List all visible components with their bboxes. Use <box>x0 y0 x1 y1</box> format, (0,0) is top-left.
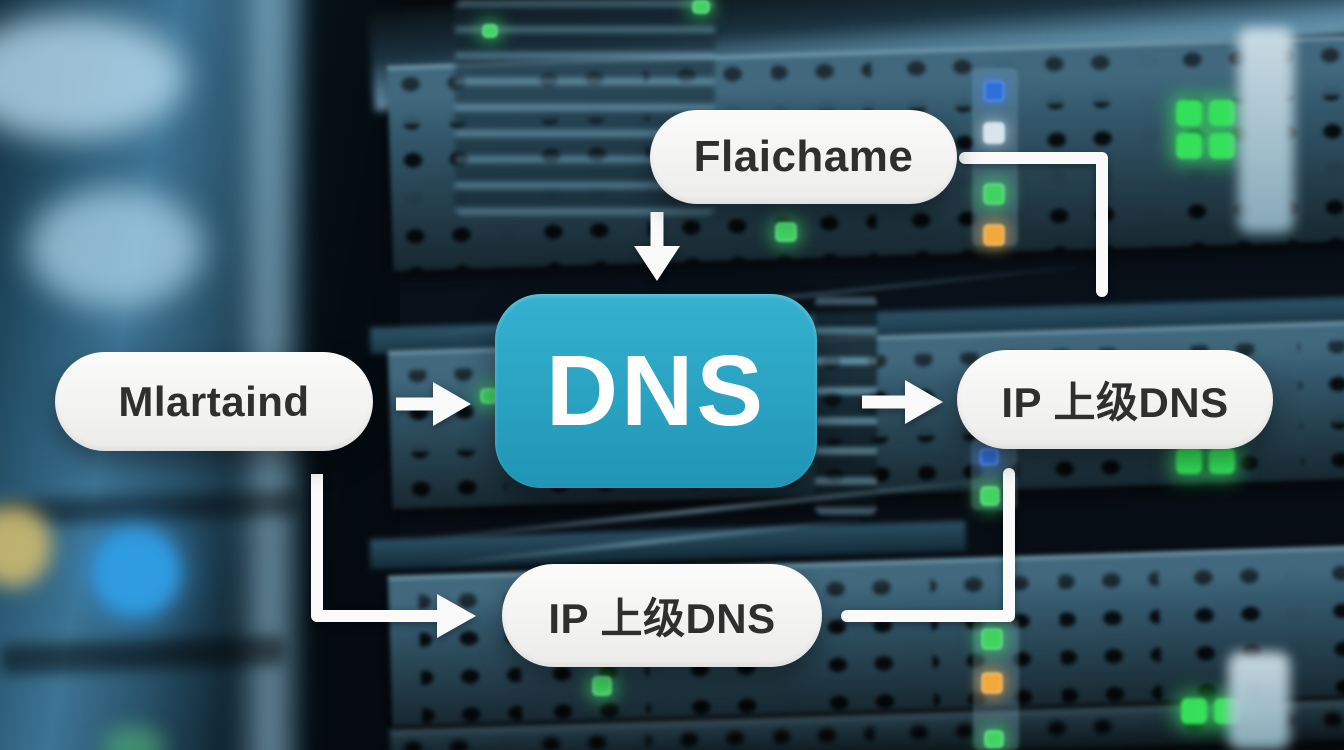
led-icon <box>482 24 498 38</box>
node-label: DNS <box>545 334 767 447</box>
node-flaichame: Flaichame <box>650 110 957 204</box>
node-dns: DNS <box>495 294 817 488</box>
elbow-line-icon <box>959 152 1108 297</box>
node-ip-upstream-dns-right: IP 上级DNS <box>957 350 1273 449</box>
elbow-line-icon <box>841 468 1015 622</box>
led-icon <box>983 224 1005 246</box>
light-blob <box>28 188 203 308</box>
blue-light <box>92 528 180 616</box>
led-icon <box>979 448 999 466</box>
led-icon <box>980 486 1000 506</box>
led-icon <box>983 122 1005 144</box>
node-label: IP 上级DNS <box>548 595 776 642</box>
rack-rail-highlight <box>1228 652 1290 750</box>
node-label: IP 上级DNS <box>1001 379 1229 426</box>
arrow-down-icon <box>634 212 680 281</box>
led-icon <box>692 0 710 14</box>
node-label: Flaichame <box>693 132 914 181</box>
arrow-right-icon <box>396 382 471 426</box>
led-icon <box>984 730 1004 748</box>
light-blob <box>0 15 185 140</box>
green-led-cluster <box>1176 448 1235 474</box>
node-mlartaind: Mlartaind <box>55 352 373 451</box>
green-led-cluster <box>1176 100 1235 159</box>
led-icon <box>981 628 1003 650</box>
elbow-arrow-icon <box>311 474 476 638</box>
node-ip-upstream-dns-bottom: IP 上级DNS <box>502 564 822 667</box>
led-icon <box>983 183 1005 205</box>
led-icon <box>592 676 612 696</box>
led-icon <box>981 672 1003 694</box>
arrow-right-icon <box>862 380 943 424</box>
node-label: Mlartaind <box>118 377 310 425</box>
led-icon <box>775 222 797 242</box>
rack-rail-highlight <box>1238 28 1294 233</box>
led-icon <box>983 80 1005 102</box>
